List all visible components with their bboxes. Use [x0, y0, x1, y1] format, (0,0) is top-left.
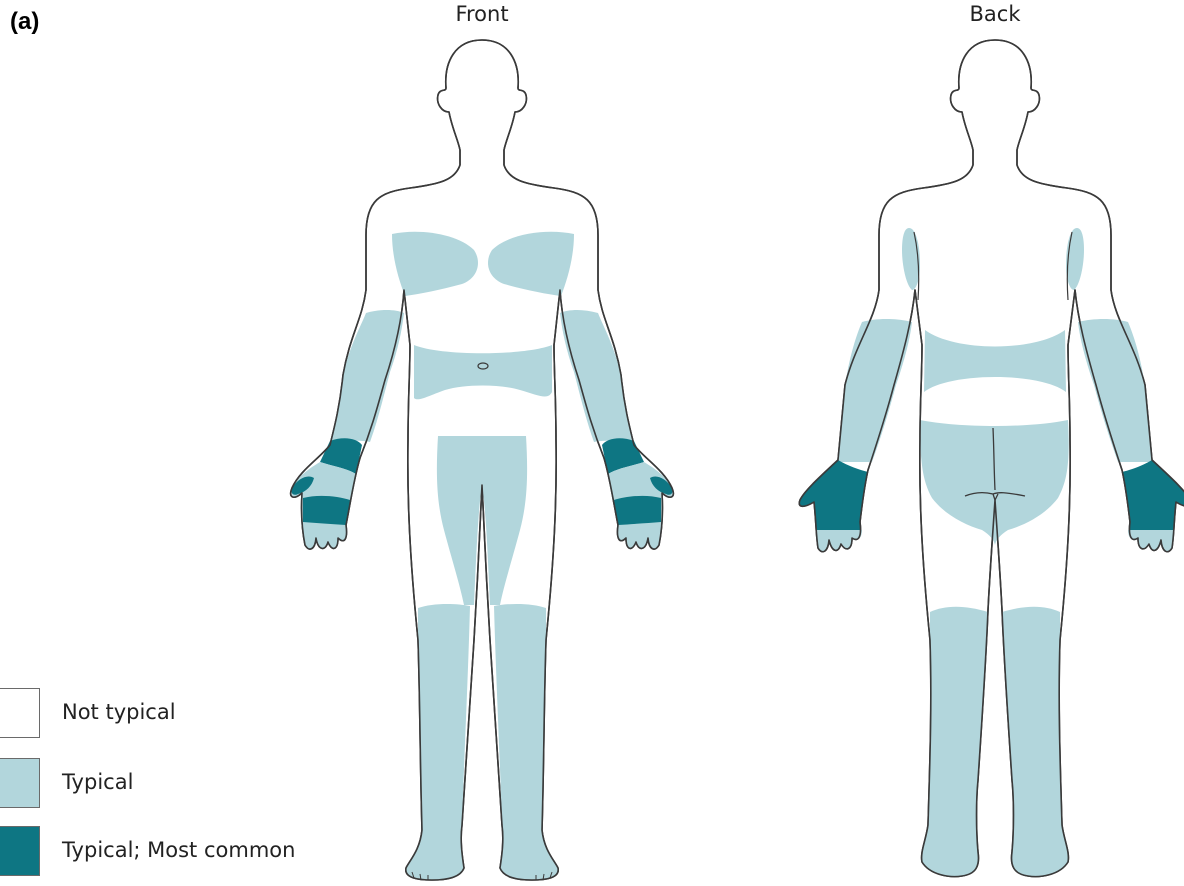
- back-arm-right: [1078, 319, 1152, 462]
- legend-swatch-not-typical: [0, 688, 40, 738]
- front-arm-right: [560, 310, 634, 445]
- legend-label-typical: Typical: [62, 770, 133, 794]
- legend-item-not-typical: Not typical: [0, 688, 320, 740]
- back-figure: [799, 40, 1184, 877]
- front-hand-band-left: [303, 496, 350, 525]
- legend-label-not-typical: Not typical: [62, 700, 176, 724]
- front-hand-band-right: [614, 496, 661, 525]
- legend-item-typical: Typical: [0, 758, 320, 810]
- back-lower-leg-right: [1002, 607, 1068, 877]
- front-lower-leg-left: [406, 604, 470, 880]
- legend-swatch-typical: [0, 758, 40, 808]
- legend-item-most-common: Typical; Most common: [0, 826, 320, 878]
- back-arm-left: [838, 319, 912, 462]
- front-lower-leg-right: [494, 604, 558, 880]
- legend-label-most-common: Typical; Most common: [62, 838, 295, 862]
- front-arm-left: [330, 310, 404, 445]
- front-figure: [291, 40, 674, 880]
- legend-swatch-most-common: [0, 826, 40, 876]
- back-lower-leg-left: [922, 607, 988, 877]
